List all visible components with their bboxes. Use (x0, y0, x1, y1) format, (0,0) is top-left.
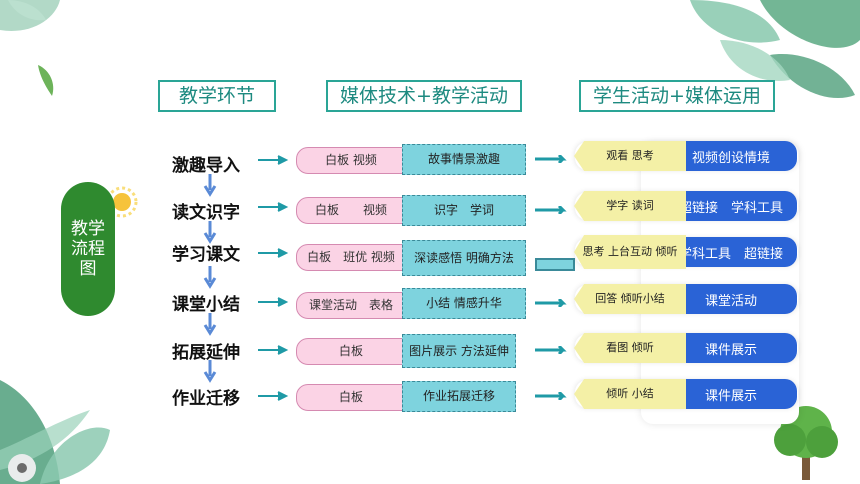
activity-box-6: 作业拓展迁移 (402, 381, 516, 412)
media-box-2: 白板 视频 (296, 197, 406, 224)
header-media-activity: 媒体技术+教学活动 (326, 80, 522, 112)
leaf-top-left-icon (0, 0, 60, 96)
step-label-2: 读文识字 (172, 203, 240, 223)
arrow-right-icon (258, 202, 289, 212)
arrow-right-icon (535, 392, 567, 400)
activity-box-2: 识字 学词 (402, 195, 526, 226)
activity-box-3: 深读感悟 明确方法 (402, 240, 526, 276)
step-label-5: 拓展延伸 (172, 343, 240, 363)
use-box-2: 超链接 学科工具 (665, 191, 797, 221)
arrow-right-icon (535, 206, 567, 214)
arrow-down-icon (203, 266, 217, 289)
use-box-1: 视频创设情境 (665, 141, 797, 171)
step-label-3: 学习课文 (172, 245, 240, 265)
right-panel (641, 142, 799, 424)
flow-title-oval: 教学流程图 (61, 182, 115, 316)
activity-box-4: 小结 情感升华 (402, 288, 526, 319)
student-box-3: 思考 上台互动 倾听 (574, 235, 686, 269)
activity-box-1: 故事情景激趣 (402, 144, 526, 175)
media-box-5: 白板 (296, 338, 406, 365)
leaf-bottom-left-icon (0, 380, 110, 484)
media-box-4: 课堂活动 表格 (296, 292, 406, 319)
student-box-5: 看图 倾听 (574, 333, 686, 363)
use-box-5: 课件展示 (665, 333, 797, 363)
student-box-6: 倾听 小结 (574, 379, 686, 409)
arrow-down-icon (203, 360, 217, 383)
teal-bar (535, 258, 575, 271)
arrow-right-icon (535, 299, 567, 307)
student-box-4: 回答 倾听小结 (574, 284, 686, 314)
arrow-right-icon (258, 248, 289, 258)
arrow-right-icon (258, 391, 289, 401)
leaf-top-right-icon (690, 0, 860, 99)
arrow-right-icon (258, 297, 289, 307)
student-box-1: 观看 思考 (574, 141, 686, 171)
arrow-right-icon (258, 155, 289, 165)
arrow-down-icon (203, 174, 217, 197)
use-box-3: 学科工具 超链接 (665, 237, 797, 267)
use-box-4: 课堂活动 (665, 284, 797, 314)
step-label-4: 课堂小结 (172, 295, 240, 315)
media-box-6: 白板 (296, 384, 406, 411)
step-label-1: 激趣导入 (172, 156, 240, 176)
arrow-right-icon (535, 346, 567, 354)
activity-box-5: 图片展示 方法延伸 (402, 334, 516, 368)
arrow-right-icon (535, 155, 567, 163)
flow-title-text: 教学流程图 (71, 219, 105, 279)
arrow-right-icon (258, 345, 289, 355)
header-teaching-step: 教学环节 (158, 80, 276, 112)
step-label-6: 作业迁移 (172, 389, 240, 409)
student-box-2: 学字 读词 (574, 191, 686, 221)
arrow-down-icon (203, 221, 217, 244)
arrow-down-icon (203, 313, 217, 336)
media-box-3: 白板 班优 视频 (296, 244, 406, 271)
media-box-1: 白板 视频 (296, 147, 406, 174)
use-box-6: 课件展示 (665, 379, 797, 409)
header-student-activity: 学生活动+媒体运用 (579, 80, 775, 112)
